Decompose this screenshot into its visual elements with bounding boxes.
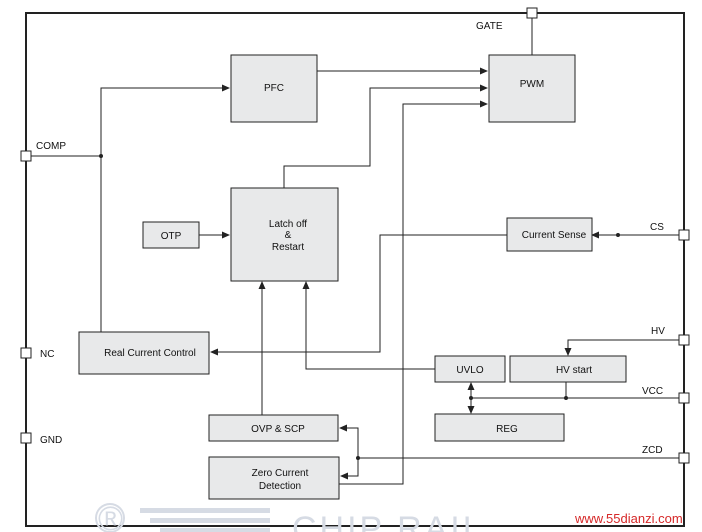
- pin-label-cs: CS: [650, 222, 664, 233]
- pin-labels: GATE COMP NC GND CS HV VCC ZCD: [36, 21, 665, 456]
- block-pwm: PWM: [488, 54, 576, 123]
- block-hv-start: HV start: [509, 355, 627, 383]
- wire-hv: [564, 339, 681, 356]
- junctions: [99, 154, 620, 460]
- logo-stripe: [150, 518, 270, 523]
- pwm-label: PWM: [520, 79, 544, 90]
- zcd-label-line1: Zero Current: [252, 468, 309, 479]
- pin-label-zcd: ZCD: [642, 445, 663, 456]
- watermark: ® CHIP RAIL www.55dianzi.com: [95, 500, 683, 532]
- wire-latch-to-pwm: [283, 84, 488, 188]
- wire-uvlo-to-latch: [302, 281, 435, 370]
- ovp-scp-box: [208, 414, 339, 442]
- pin-gnd: [20, 432, 32, 444]
- pin-label-nc: NC: [40, 349, 54, 360]
- otp-box: [142, 221, 200, 249]
- pin-label-comp: COMP: [36, 141, 66, 152]
- block-zero-current-detection: Zero Current Detection: [208, 456, 340, 500]
- pins: [20, 7, 690, 464]
- chip-outline: [25, 12, 685, 527]
- uvlo-label: UVLO: [456, 365, 483, 376]
- junction-dot: [469, 396, 473, 400]
- block-reg: REG: [434, 413, 565, 442]
- latch-label-line1: Latch off: [269, 219, 307, 230]
- pfc-label: PFC: [264, 83, 284, 94]
- pin-nc: [20, 347, 32, 359]
- block-uvlo: UVLO: [434, 355, 506, 383]
- junction-dot: [616, 233, 620, 237]
- real-current-control-label: Real Current Control: [104, 348, 196, 359]
- pin-gate: [526, 7, 538, 19]
- block-otp: OTP: [142, 221, 200, 249]
- logo-text: CHIP RAIL: [292, 510, 485, 532]
- pfc-box: [230, 54, 318, 123]
- logo-stripe: [140, 508, 270, 513]
- wire-cs-to-rcc: [210, 234, 507, 356]
- wire-zcd-to-pwm: [339, 100, 488, 485]
- block-ovp-scp: OVP & SCP: [208, 414, 339, 442]
- pin-vcc: [678, 392, 690, 404]
- pin-zcd: [678, 452, 690, 464]
- ovp-scp-label: OVP & SCP: [251, 424, 305, 435]
- source-url: www.55dianzi.com: [574, 511, 683, 526]
- zcd-label-line2: Detection: [259, 481, 301, 492]
- real-current-control-box: [78, 331, 210, 375]
- pin-label-hv: HV: [651, 326, 665, 337]
- zero-current-detection-box: [208, 456, 340, 500]
- hv-start-box: [509, 355, 627, 383]
- wire-zcd-to-ovp: [339, 424, 359, 458]
- connections: [29, 16, 681, 485]
- junction-dot: [356, 456, 360, 460]
- registered-symbol: ®: [98, 500, 126, 532]
- reg-label: REG: [496, 424, 518, 435]
- pin-comp: [20, 150, 32, 162]
- reg-box: [434, 413, 565, 442]
- junction-dot: [99, 154, 103, 158]
- latch-label-line3: Restart: [272, 242, 304, 253]
- junction-dot: [564, 396, 568, 400]
- block-pfc: PFC: [230, 54, 318, 123]
- latch-box: [230, 187, 339, 282]
- registered-mark: [95, 503, 125, 532]
- block-latch: Latch off & Restart: [230, 187, 339, 282]
- wire-rcc-to-pfc: [100, 84, 230, 332]
- pwm-box: [488, 54, 576, 123]
- pin-label-gnd: GND: [40, 435, 62, 446]
- wire-zcd-to-detect: [340, 458, 359, 480]
- current-sense-label: Current Sense: [522, 230, 587, 241]
- block-current-sense: Current Sense: [506, 217, 593, 252]
- pin-hv: [678, 334, 690, 346]
- otp-label: OTP: [161, 231, 182, 242]
- hv-start-label: HV start: [556, 365, 592, 376]
- current-sense-box: [506, 217, 593, 252]
- logo-stripe: [160, 528, 270, 532]
- uvlo-box: [434, 355, 506, 383]
- pin-label-gate: GATE: [476, 21, 503, 32]
- pin-label-vcc: VCC: [642, 386, 663, 397]
- latch-label-line2: &: [285, 230, 292, 241]
- pin-cs: [678, 229, 690, 241]
- block-real-current-control: Real Current Control: [78, 331, 210, 375]
